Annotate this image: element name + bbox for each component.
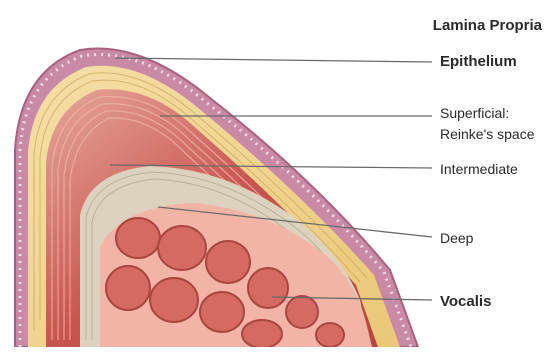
vocalis-label: Vocalis	[440, 293, 491, 310]
lamina-propria-header: Lamina Propria	[433, 17, 543, 34]
superficial-label: Superficial:	[440, 105, 509, 121]
epithelium-leader	[115, 58, 432, 62]
reinkes-space-label: Reinke's space	[440, 126, 535, 142]
deep-label: Deep	[440, 230, 474, 246]
intermediate-label: Intermediate	[440, 161, 518, 177]
epithelium-label: Epithelium	[440, 53, 517, 70]
